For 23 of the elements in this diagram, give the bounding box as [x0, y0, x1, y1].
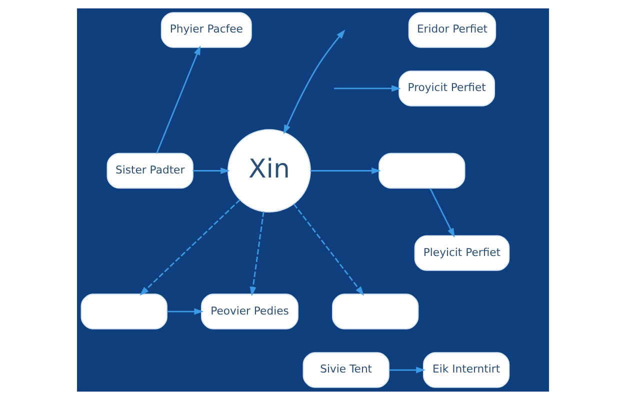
arrow	[192, 168, 230, 174]
arrow	[310, 168, 380, 174]
node-circle: Xin	[227, 129, 310, 212]
arrow	[429, 188, 454, 238]
node-box: Peovier Pedies	[200, 294, 298, 330]
node-box: Sister Padter	[106, 152, 193, 189]
arrow	[388, 366, 425, 374]
node-box: Eridor Perfiet	[408, 12, 496, 48]
arrow	[156, 46, 200, 154]
arrow	[292, 204, 364, 296]
node-box	[332, 294, 418, 330]
arrow	[249, 211, 264, 296]
node-box	[378, 152, 465, 189]
node-box	[80, 294, 167, 330]
node-box: Eik Interntirt	[422, 352, 510, 388]
arrow	[166, 308, 204, 315]
node-box: Sivie Tent	[302, 352, 389, 388]
arrow	[283, 30, 345, 134]
node-box: Proyicit Perfiet	[398, 70, 494, 106]
arrow	[139, 199, 240, 296]
node-box: Pleyicit Perfiet	[414, 235, 510, 271]
arrow	[334, 85, 400, 92]
node-box: Phyier Pacfee	[160, 12, 252, 48]
